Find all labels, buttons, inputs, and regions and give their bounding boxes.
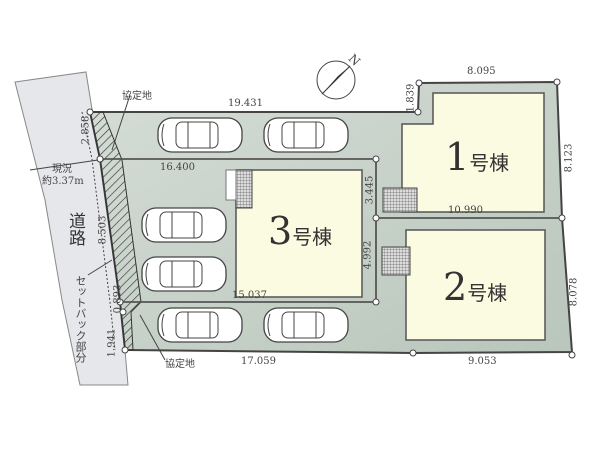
dim-road-edge-mid: 8.503 [97, 215, 109, 245]
entrance-3 [235, 169, 253, 209]
dim-right-lower: 8.078 [568, 277, 580, 307]
road-width-note-2: 約3.37m [42, 176, 84, 187]
road-label: 道路 [65, 212, 85, 246]
dim-road-edge-top: 2.858 [80, 115, 92, 145]
leader-bottom [139, 314, 166, 361]
building-2-number: 2 [443, 265, 468, 309]
building-3-label: 3号棟 [268, 212, 332, 250]
dim-bottom-left: 17.059 [241, 356, 276, 367]
entrance-2 [381, 246, 411, 276]
building-2-label: 2号棟 [443, 268, 507, 306]
setback-area [89, 111, 142, 351]
dim-divider-3-lower: 4.992 [362, 240, 374, 270]
entrance-1 [382, 187, 418, 213]
boundary-markers [86, 78, 576, 359]
building-2-suffix: 号棟 [467, 281, 508, 305]
dim-top-left: 19.431 [228, 98, 263, 109]
building-1-number: 1 [445, 135, 470, 179]
car-parking-5 [157, 307, 243, 343]
porch-3 [225, 169, 237, 201]
dim-road-edge-bottom: 1.941 [106, 328, 118, 358]
agreement-land-top: 協定地 [122, 91, 152, 102]
car-parking-2 [263, 117, 349, 153]
agreement-land-bottom: 協定地 [165, 359, 195, 370]
lot-dividers [100, 158, 562, 303]
car-parking-3 [141, 207, 227, 243]
dim-divider-3-upper: 3.445 [364, 175, 376, 205]
dim-notch: 1.839 [405, 83, 417, 113]
car-parking-6 [263, 307, 349, 343]
dim-middle-upper: 16.400 [160, 162, 195, 173]
building-2 [405, 229, 546, 341]
building-1-suffix: 号棟 [469, 151, 510, 175]
dim-road-edge-bottom2: 0.893 [112, 284, 124, 314]
dim-middle-lower: 15.037 [232, 290, 267, 301]
car-parking-4 [141, 256, 227, 292]
building-3 [235, 169, 363, 298]
building-1-label: 1号棟 [445, 138, 509, 176]
building-3-number: 3 [268, 209, 293, 253]
compass-icon [316, 60, 356, 100]
dim-top-right: 8.095 [467, 66, 496, 77]
leader-top [111, 94, 131, 151]
car-parking-1 [157, 117, 243, 153]
dim-divider-1-2: 10.990 [448, 205, 483, 216]
setback-label: セットバック部分 [74, 275, 87, 363]
building-3-suffix: 号棟 [292, 225, 333, 249]
dim-right-upper: 8.123 [563, 143, 575, 173]
dim-bottom-right: 9.053 [468, 356, 497, 367]
road-width-note-1: 現況 [52, 164, 72, 175]
